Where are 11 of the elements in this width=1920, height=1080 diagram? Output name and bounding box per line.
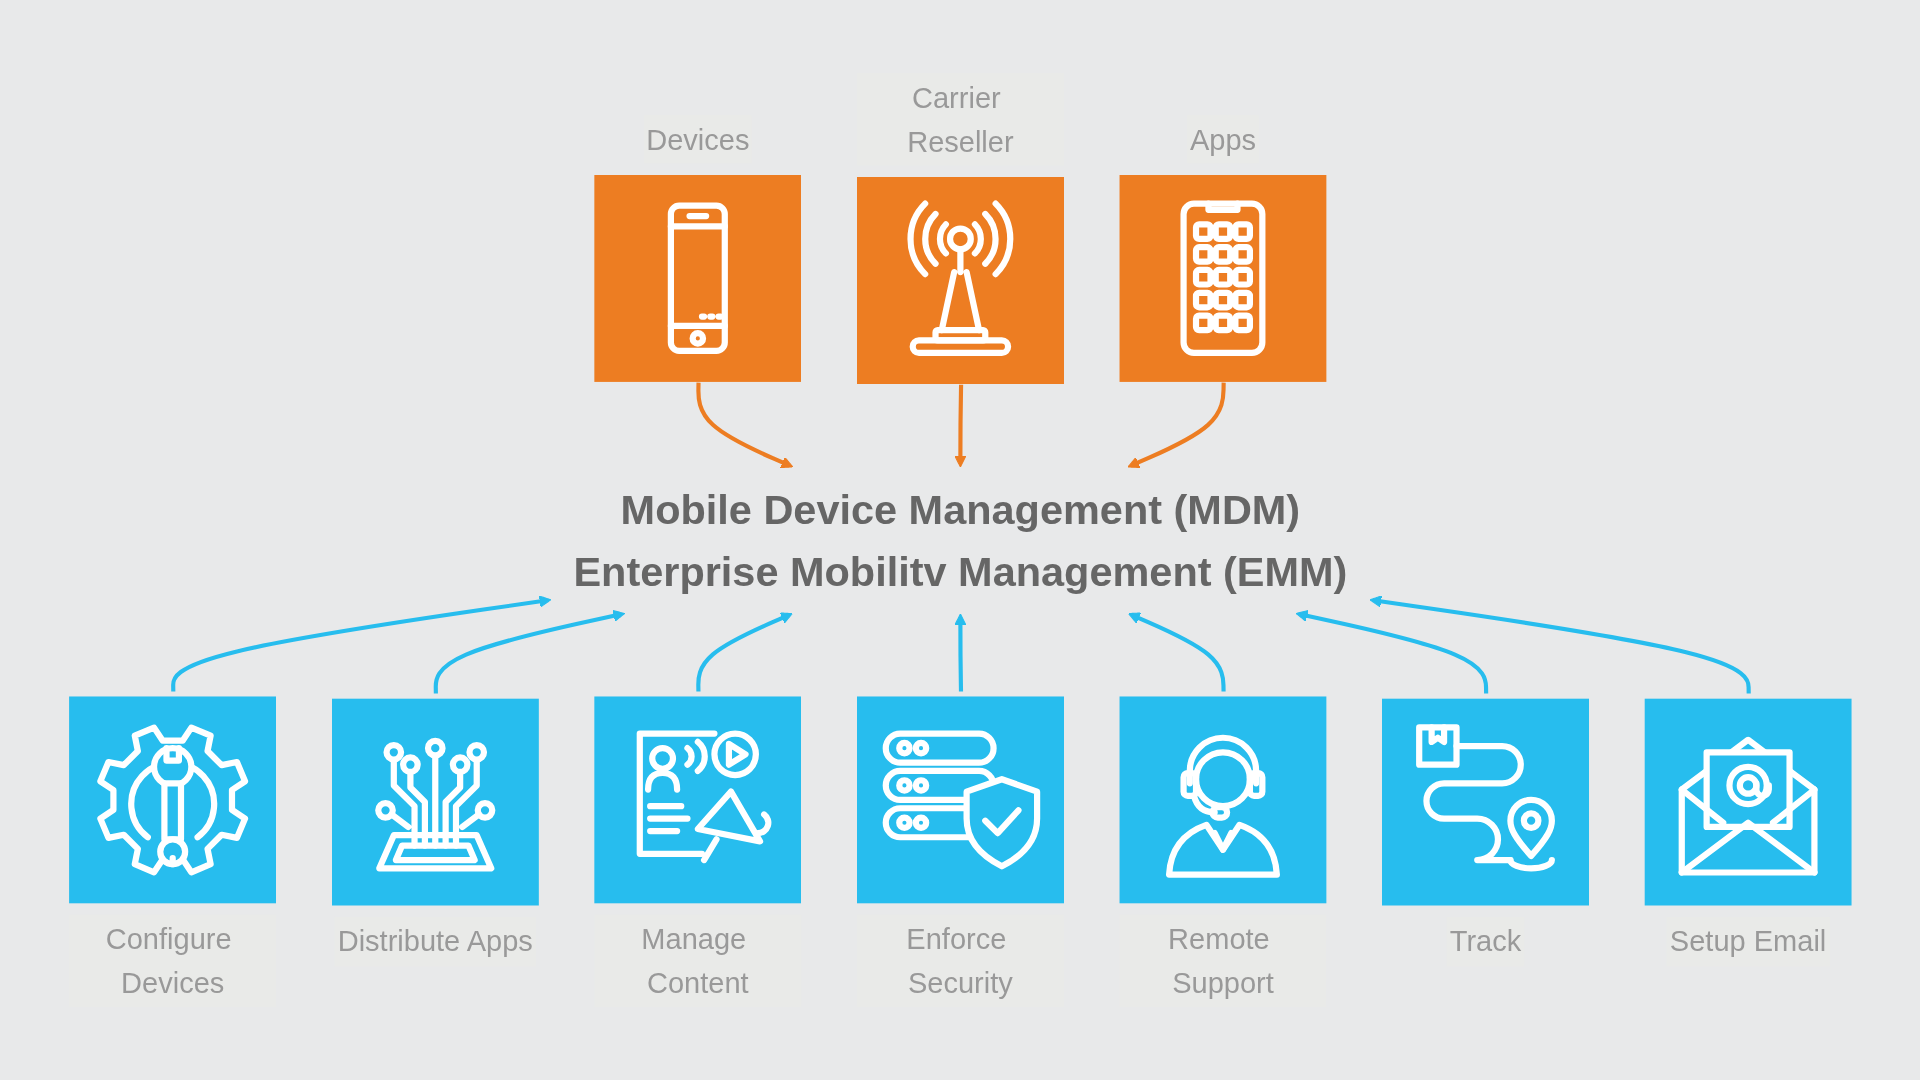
arrow bbox=[953, 613, 967, 692]
arrow bbox=[695, 612, 793, 692]
node-text: Mobile Device Management (MDM) Enterprise Mobilitv Management (EMM) bbox=[573, 486, 1347, 594]
arrow bbox=[1127, 612, 1226, 692]
arrow bbox=[1295, 609, 1488, 694]
arrow bbox=[433, 609, 625, 694]
arrow bbox=[170, 595, 551, 692]
arrow bbox=[1369, 595, 1751, 694]
arrow bbox=[695, 382, 793, 468]
arrow bbox=[1127, 382, 1226, 468]
arrow bbox=[953, 384, 967, 468]
